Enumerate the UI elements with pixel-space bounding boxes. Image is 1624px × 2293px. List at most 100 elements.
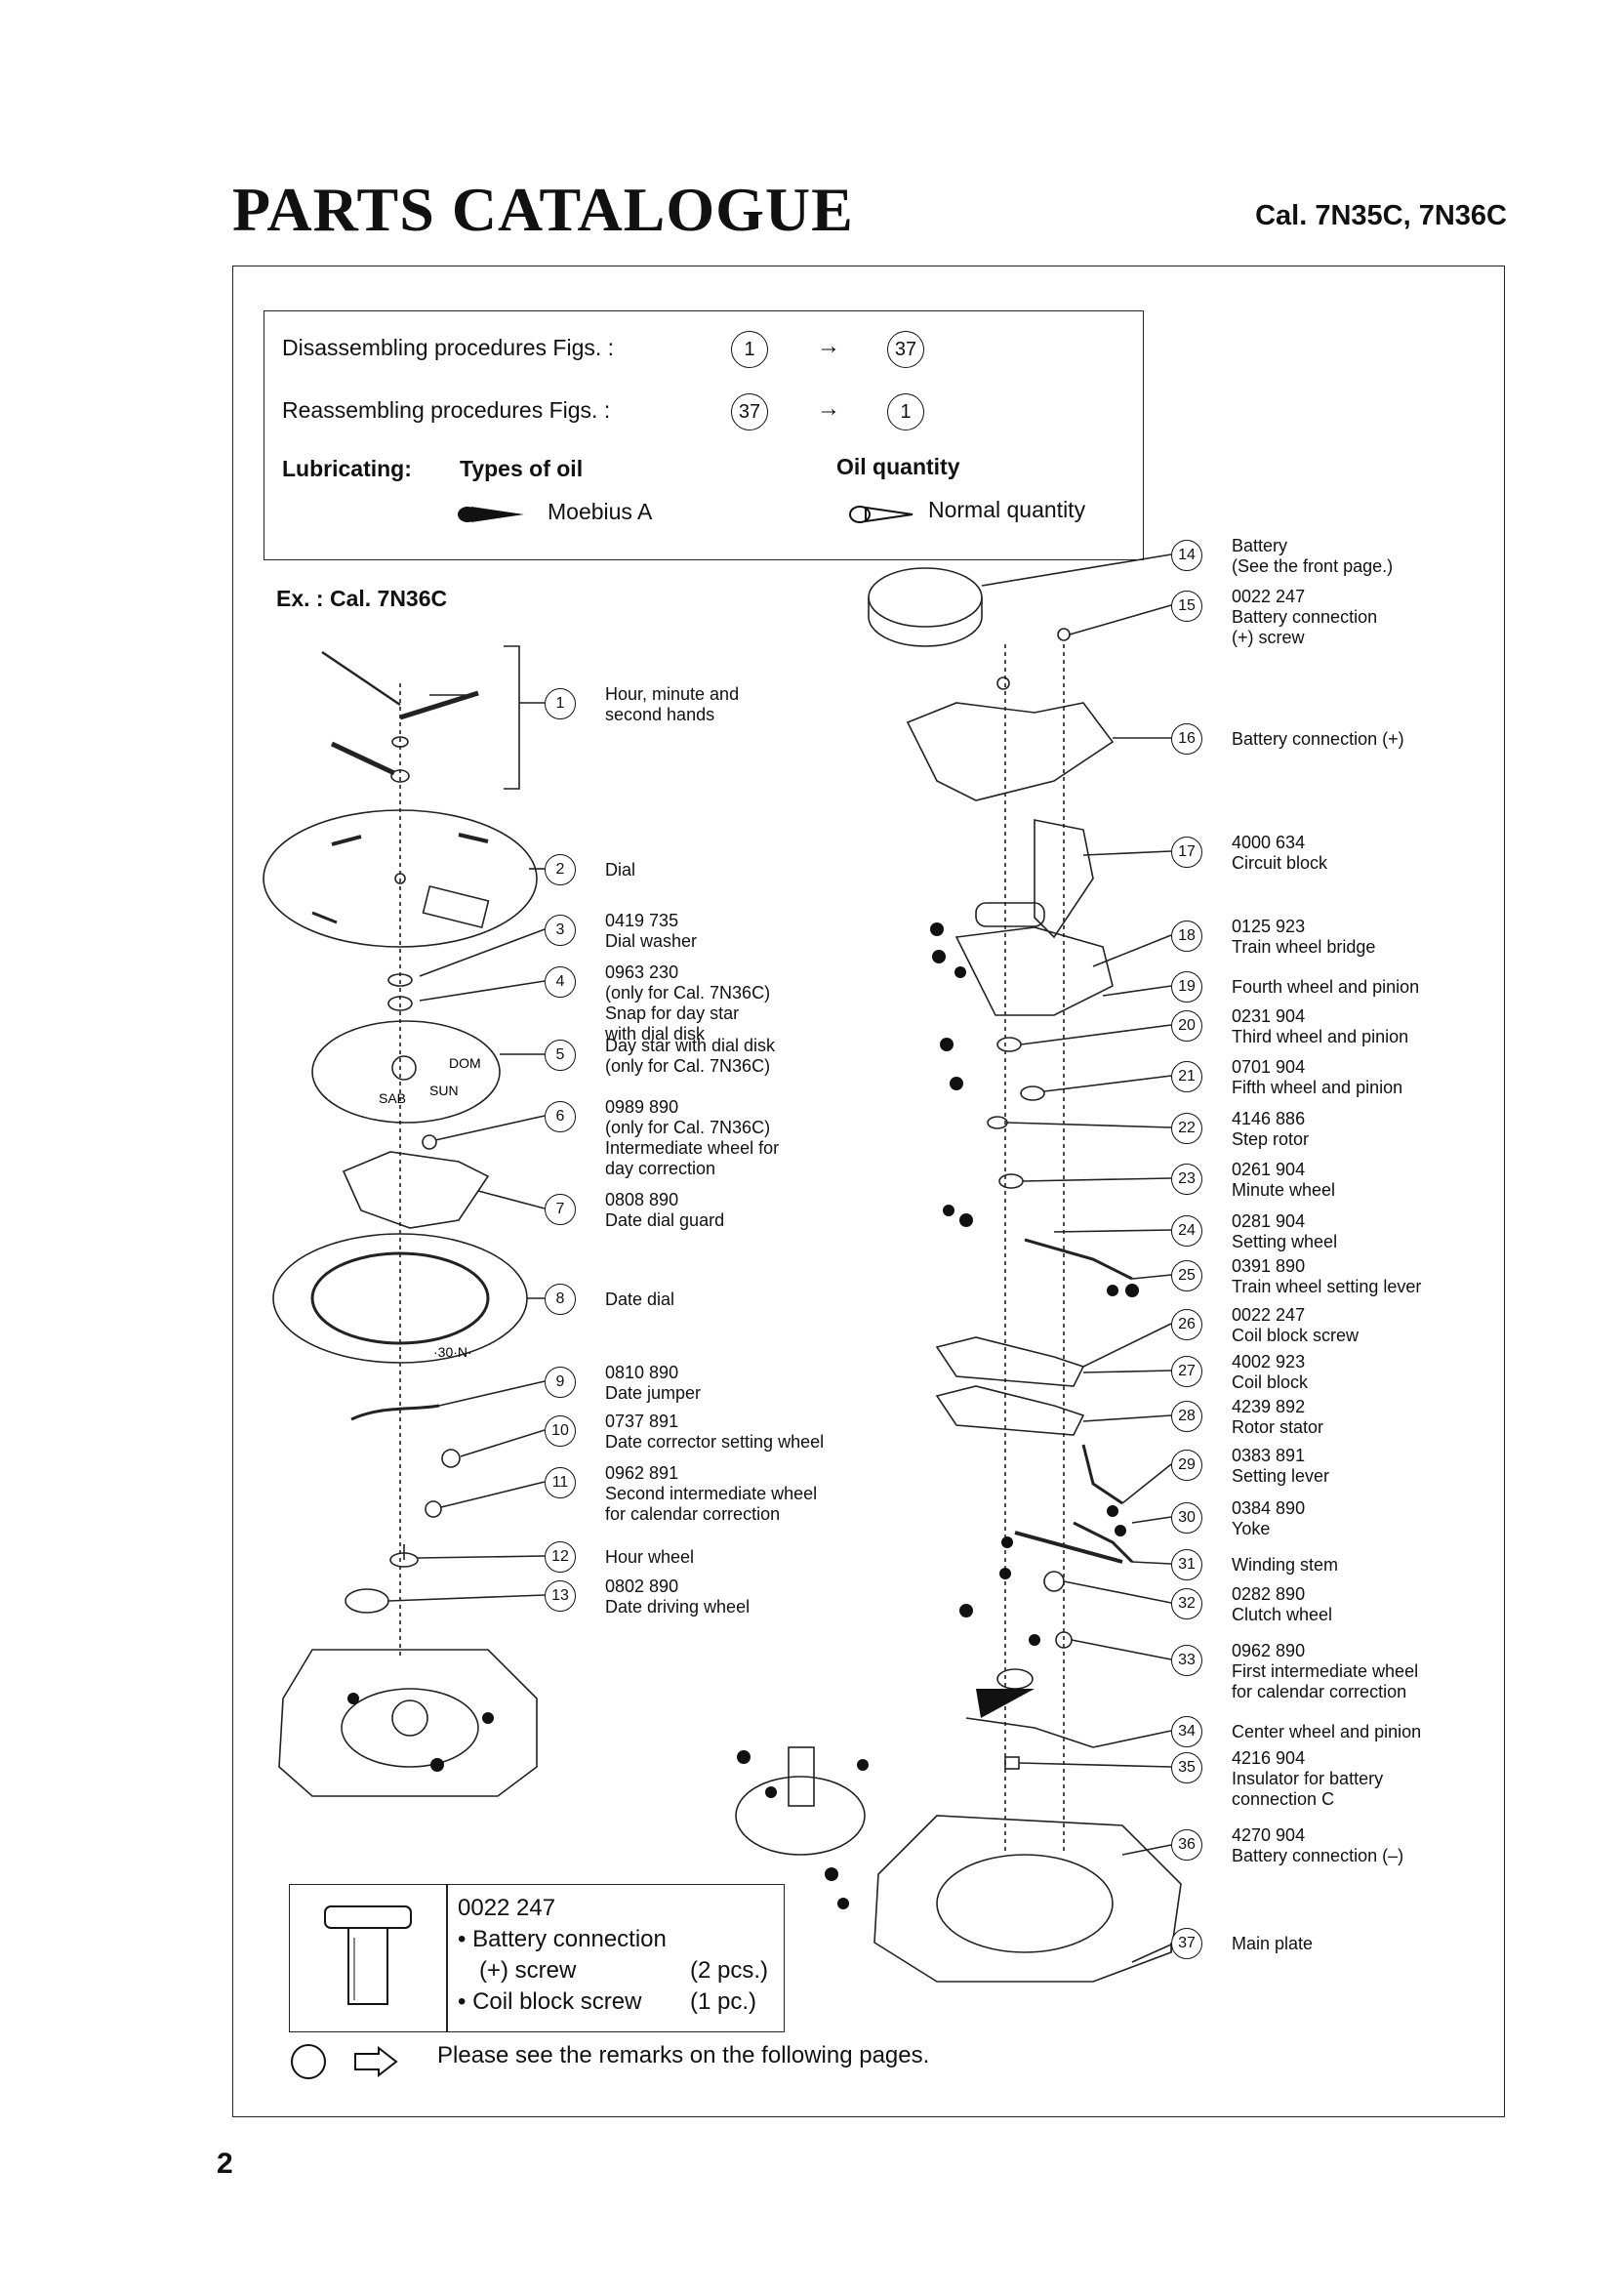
screw-line2-qty: (2 pcs.) [690,1957,769,1984]
part-label-32: 0282 890 Clutch wheel [1232,1584,1333,1624]
date-dial-marks: ·30·N· [433,1344,472,1360]
screw-line1: • Battery connection [458,1926,667,1952]
part-marker-16: 16 [1171,723,1202,755]
screw-icon [324,1905,412,2005]
part-marker-22: 22 [1171,1113,1202,1144]
part-label-20: 0231 904 Third wheel and pinion [1232,1006,1409,1046]
remark-circle-icon [291,2044,326,2079]
part-label-14: Battery (See the front page.) [1232,536,1394,576]
part-label-26: 0022 247 Coil block screw [1232,1305,1360,1345]
screw-code: 0022 247 [458,1895,556,1921]
part-label-23: 0261 904 Minute wheel [1232,1160,1336,1200]
part-marker-28: 28 [1171,1401,1202,1432]
part-marker-12: 12 [545,1541,576,1573]
part-marker-31: 31 [1171,1549,1202,1580]
part-label-29: 0383 891 Setting lever [1232,1446,1330,1486]
part-label-17: 4000 634 Circuit block [1232,833,1328,873]
screw-line3-qty: (1 pc.) [690,1988,757,2015]
part-marker-34: 34 [1171,1716,1202,1747]
part-label-12: Hour wheel [605,1547,695,1567]
part-marker-23: 23 [1171,1164,1202,1195]
screw-info-box: 0022 247 • Battery connection (+) screw … [289,1884,785,2032]
catalogue-frame [232,266,1505,2117]
reassembling-label: Reassembling procedures Figs. : [282,397,611,423]
part-marker-26: 26 [1171,1309,1202,1340]
part-label-18: 0125 923 Train wheel bridge [1232,917,1376,957]
main-plate-shape [873,1815,1182,1983]
remark-arrow-icon [354,2045,398,2078]
battery-shape [868,567,983,628]
oil-type-label: Moebius A [548,499,653,524]
part-label-10: 0737 891 Date corrector setting wheel [605,1412,825,1452]
part-label-33: 0962 890 First intermediate wheel for ca… [1232,1641,1419,1701]
lubricating-label: Lubricating: [282,456,412,481]
part-label-19: Fourth wheel and pinion [1232,977,1420,997]
part-label-30: 0384 890 Yoke [1232,1498,1306,1538]
part-marker-7: 7 [545,1194,576,1225]
part-marker-1: 1 [545,688,576,719]
page-number: 2 [217,2148,233,2180]
part-marker-9: 9 [545,1367,576,1398]
part-marker-15: 15 [1171,591,1202,622]
part-marker-32: 32 [1171,1588,1202,1619]
oil-quantity-label: Oil quantity [836,454,960,479]
part-label-36: 4270 904 Battery connection (–) [1232,1825,1404,1865]
part-marker-17: 17 [1171,837,1202,868]
part-marker-27: 27 [1171,1356,1202,1387]
dial-text-dom: DOM [449,1055,481,1071]
oil-quantity-value: Normal quantity [928,497,1086,522]
part-label-27: 4002 923 Coil block [1232,1352,1309,1392]
part-marker-18: 18 [1171,921,1202,952]
reassembling-to-marker: 1 [887,393,924,430]
screw-box-divider [446,1885,448,2031]
part-marker-37: 37 [1171,1928,1202,1959]
center-wheel [735,1776,866,1856]
part-marker-25: 25 [1171,1260,1202,1291]
screw-line3: • Coil block screw [458,1988,642,2015]
part-label-25: 0391 890 Train wheel setting lever [1232,1256,1422,1296]
part-marker-33: 33 [1171,1645,1202,1676]
part-marker-24: 24 [1171,1215,1202,1247]
part-label-22: 4146 886 Step rotor [1232,1109,1310,1149]
screw-line2: (+) screw [479,1957,577,1984]
part-label-37: Main plate [1232,1934,1314,1953]
part-label-15: 0022 247 Battery connection (+) screw [1232,587,1378,647]
part-label-31: Winding stem [1232,1555,1339,1575]
part-marker-3: 3 [545,915,576,946]
remark-text: Please see the remarks on the following … [437,2042,930,2068]
part-label-16: Battery connection (+) [1232,729,1404,749]
part-label-28: 4239 892 Rotor stator [1232,1397,1324,1437]
procedures-box: Disassembling procedures Figs. : 1 → 37 … [264,310,1144,560]
left-movement [278,1649,538,1797]
example-label: Ex. : Cal. 7N36C [276,586,448,611]
part-label-13: 0802 890 Date driving wheel [605,1576,751,1617]
part-label-4: 0963 230 (only for Cal. 7N36C) Snap for … [605,962,771,1044]
dial-text-sab: SAB [379,1090,406,1106]
dial-text-sun: SUN [429,1083,459,1098]
part-label-35: 4216 904 Insulator for battery connectio… [1232,1748,1384,1809]
oil-drop-icon [458,507,524,522]
part-label-21: 0701 904 Fifth wheel and pinion [1232,1057,1403,1097]
part-marker-36: 36 [1171,1829,1202,1861]
page-title: PARTS CATALOGUE [232,175,854,244]
disassembling-label: Disassembling procedures Figs. : [282,335,615,360]
reassembling-arrow: → [817,395,840,422]
part-marker-2: 2 [545,854,576,885]
part-marker-6: 6 [545,1101,576,1132]
part-label-6: 0989 890 (only for Cal. 7N36C) Intermedi… [605,1097,780,1178]
part-marker-29: 29 [1171,1450,1202,1481]
part-marker-5: 5 [545,1040,576,1071]
part-marker-10: 10 [545,1415,576,1447]
part-label-11: 0962 891 Second intermediate wheel for c… [605,1463,818,1524]
reassembling-from-marker: 37 [731,393,768,430]
disassembling-to-marker: 37 [887,331,924,368]
dial-shape [263,809,538,948]
part-label-3: 0419 735 Dial washer [605,911,698,951]
part-marker-20: 20 [1171,1010,1202,1042]
disassembling-arrow: → [817,333,840,359]
part-marker-35: 35 [1171,1752,1202,1783]
part-marker-4: 4 [545,966,576,998]
part-label-24: 0281 904 Setting wheel [1232,1211,1338,1251]
remark-icons [291,2044,398,2079]
